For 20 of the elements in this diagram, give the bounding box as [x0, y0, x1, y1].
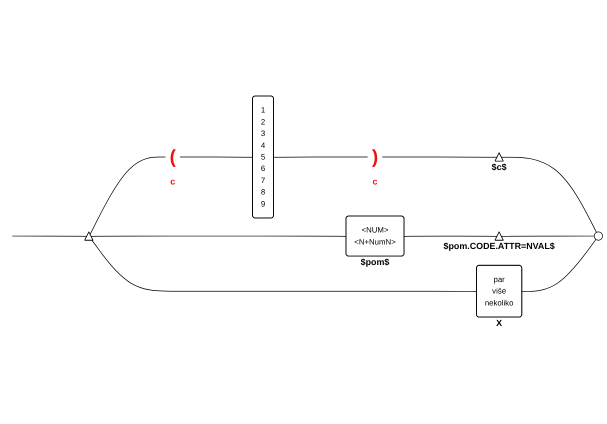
output-label: c	[170, 176, 176, 186]
node-circle	[594, 232, 603, 241]
output-label: c	[372, 176, 378, 186]
node-text: (	[170, 146, 176, 168]
connector	[180, 156, 254, 158]
output-label: $pom.CODE.ATTR=NVAL$	[444, 241, 555, 252]
connector	[273, 156, 368, 158]
connector	[90, 156, 166, 235]
output-label: $c$	[492, 162, 507, 172]
connector	[12, 236, 88, 237]
output-label: X	[496, 318, 502, 328]
output-label: $pom$	[360, 257, 390, 268]
connector	[501, 156, 597, 233]
connector	[522, 239, 596, 292]
connector	[92, 240, 478, 292]
connector	[404, 236, 498, 237]
node-text: )	[372, 146, 378, 168]
connector	[501, 236, 595, 237]
connector	[382, 156, 498, 158]
connector	[90, 236, 347, 237]
